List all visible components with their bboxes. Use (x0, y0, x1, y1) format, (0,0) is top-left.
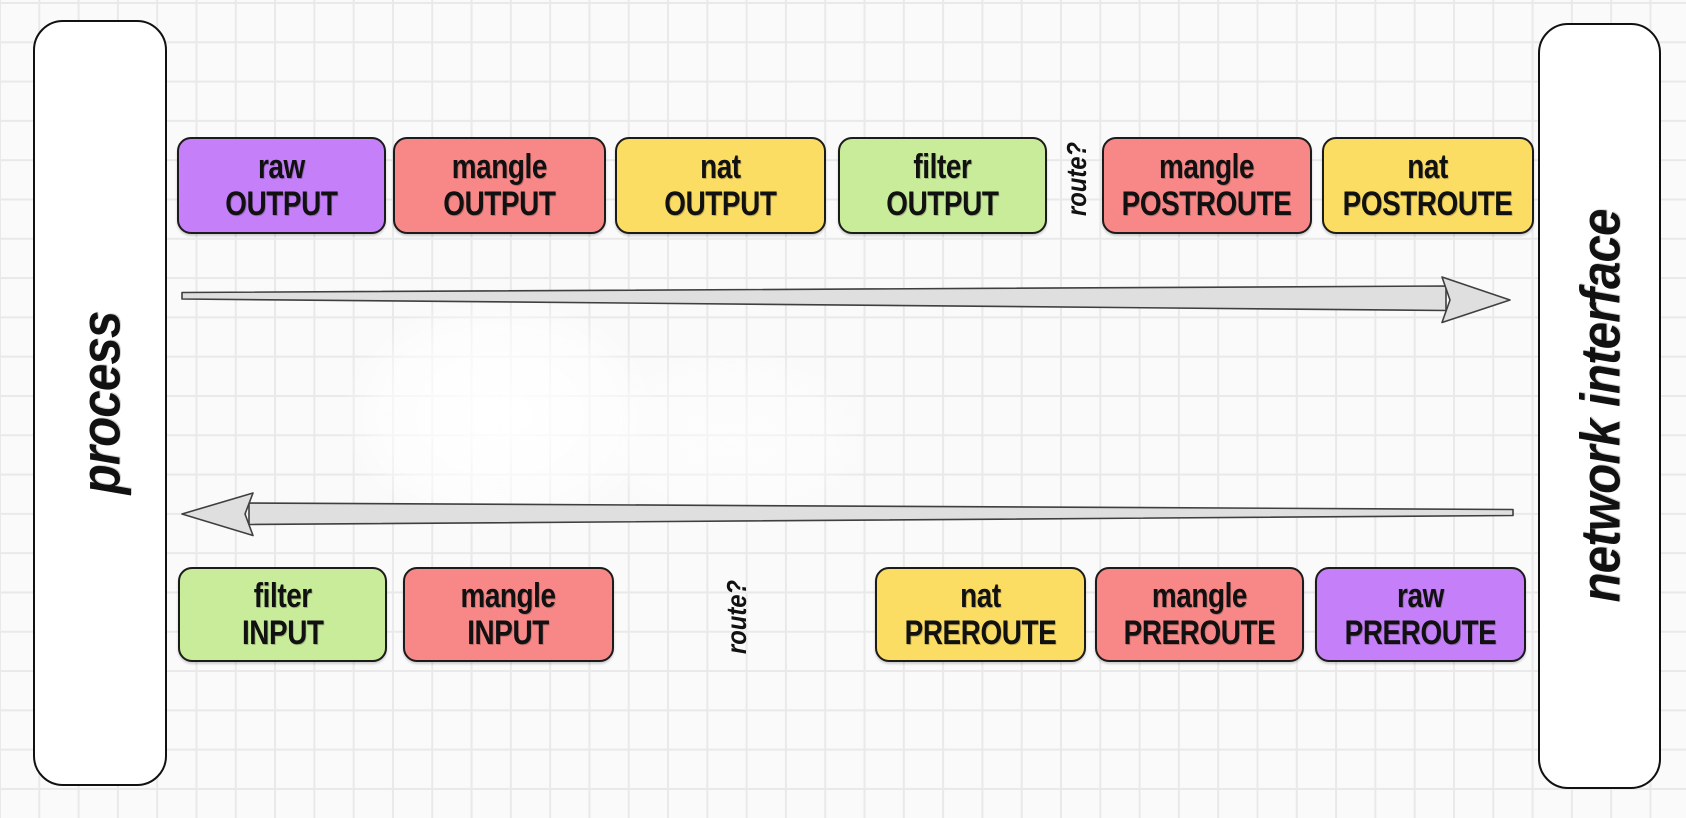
chain-box-filter-input: filter INPUT (178, 567, 387, 662)
network-interface-label: network interface (1568, 209, 1631, 603)
arrow-left-body (248, 502, 1514, 526)
chain-name: INPUT (241, 613, 324, 652)
table-name: nat (700, 147, 741, 186)
chain-name: PREROUTE (904, 613, 1057, 652)
table-name: filter (913, 147, 972, 186)
chain-box-raw-output: raw OUTPUT (177, 137, 386, 234)
table-name: filter (253, 576, 312, 615)
table-name: nat (1407, 147, 1449, 186)
process-label: process (68, 311, 132, 495)
network-interface-node: network interface (1538, 23, 1661, 789)
arrow-left-head-icon (181, 492, 254, 537)
route-question-top: route? (1061, 141, 1092, 217)
table-name: mangle (1151, 576, 1248, 615)
process-node: process (33, 20, 167, 786)
chain-box-mangle-input: mangle INPUT (403, 567, 614, 662)
chain-name: POSTROUTE (1122, 184, 1292, 223)
route-question-bottom: route? (721, 579, 752, 655)
arrow-right-head-icon (1441, 276, 1511, 324)
chain-name: OUTPUT (443, 184, 556, 223)
table-name: raw (1397, 576, 1444, 615)
arrow-right-body (181, 285, 1447, 312)
eraser-smudge (345, 300, 655, 530)
chain-box-mangle-output: mangle OUTPUT (393, 137, 606, 234)
chain-box-nat-postroute: nat POSTROUTE (1322, 137, 1534, 234)
chain-name: PREROUTE (1123, 613, 1276, 652)
chain-box-mangle-postroute: mangle POSTROUTE (1102, 137, 1312, 234)
table-name: mangle (451, 147, 548, 186)
table-name: mangle (460, 576, 557, 615)
table-name: raw (258, 147, 305, 186)
chain-name: INPUT (467, 613, 550, 652)
chain-name: POSTROUTE (1343, 184, 1513, 223)
chain-box-filter-output: filter OUTPUT (838, 137, 1047, 234)
chain-box-nat-output: nat OUTPUT (615, 137, 826, 234)
chain-box-mangle-preroute: mangle PREROUTE (1095, 567, 1304, 662)
chain-box-nat-preroute: nat PREROUTE (875, 567, 1086, 662)
chain-name: OUTPUT (886, 184, 999, 223)
table-name: mangle (1159, 147, 1255, 186)
eraser-smudge (600, 350, 860, 530)
chain-box-raw-preroute: raw PREROUTE (1315, 567, 1526, 662)
table-name: nat (960, 576, 1001, 615)
chain-name: OUTPUT (664, 184, 777, 223)
chain-name: OUTPUT (225, 184, 338, 223)
chain-name: PREROUTE (1344, 613, 1497, 652)
